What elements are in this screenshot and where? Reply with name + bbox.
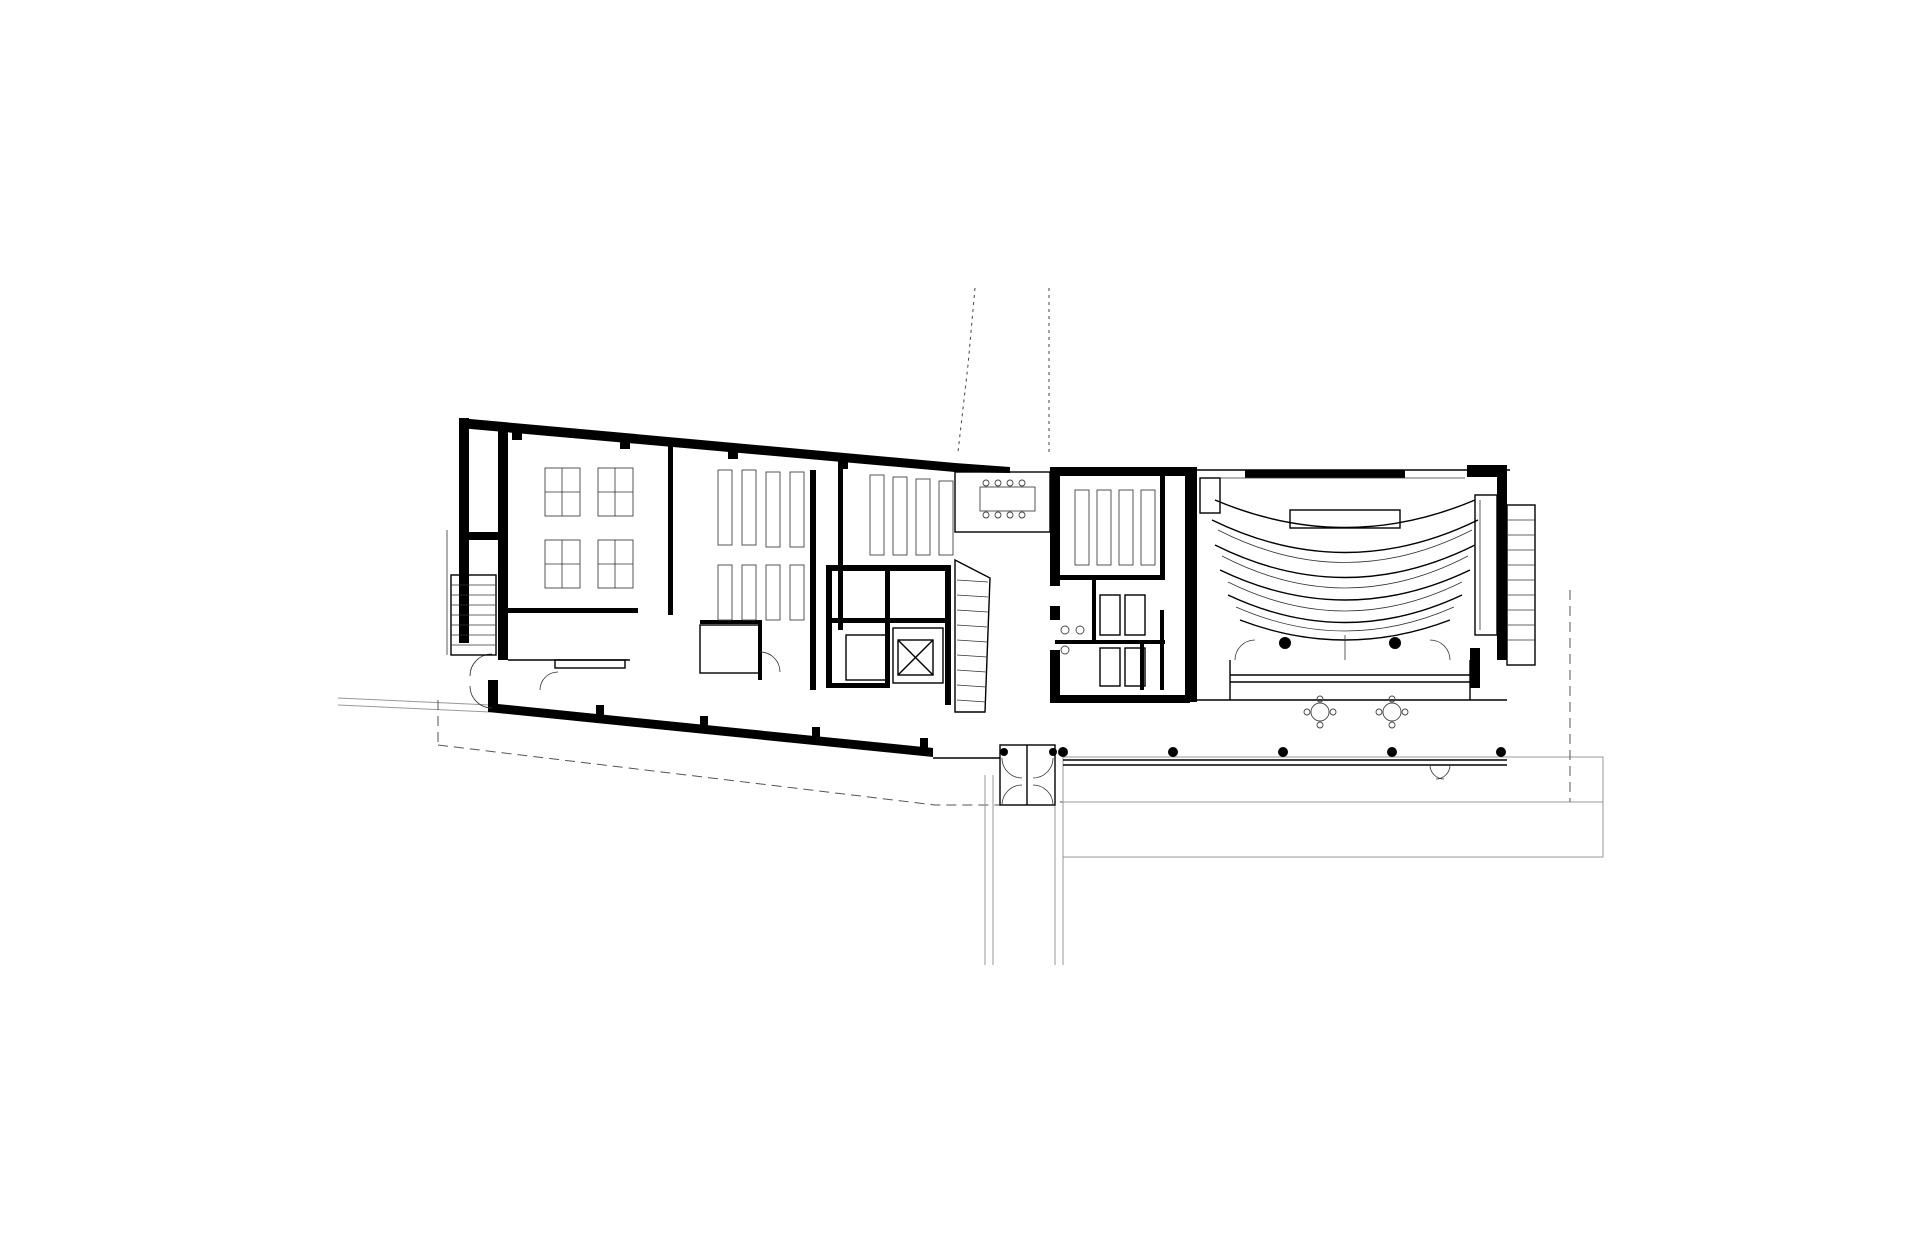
exterior-walls bbox=[459, 418, 1507, 757]
lobby-tables bbox=[1303, 695, 1409, 729]
colonnade-columns bbox=[1000, 747, 1506, 757]
restrooms bbox=[1060, 594, 1146, 687]
auditorium-seating bbox=[1211, 494, 1498, 660]
meeting-room-table bbox=[979, 479, 1036, 519]
stair-west bbox=[446, 530, 497, 656]
site-context bbox=[337, 287, 1604, 965]
lobby-outline bbox=[1197, 469, 1510, 700]
thin-lines bbox=[469, 471, 1507, 806]
classroom-2-desks bbox=[717, 469, 805, 621]
classroom-1-desks bbox=[544, 467, 634, 589]
classroom-4-desks bbox=[1074, 489, 1156, 566]
stair-central bbox=[954, 558, 991, 713]
interior-walls bbox=[508, 430, 1165, 748]
classroom-3-desks bbox=[869, 474, 954, 556]
stair-east bbox=[1506, 504, 1536, 666]
